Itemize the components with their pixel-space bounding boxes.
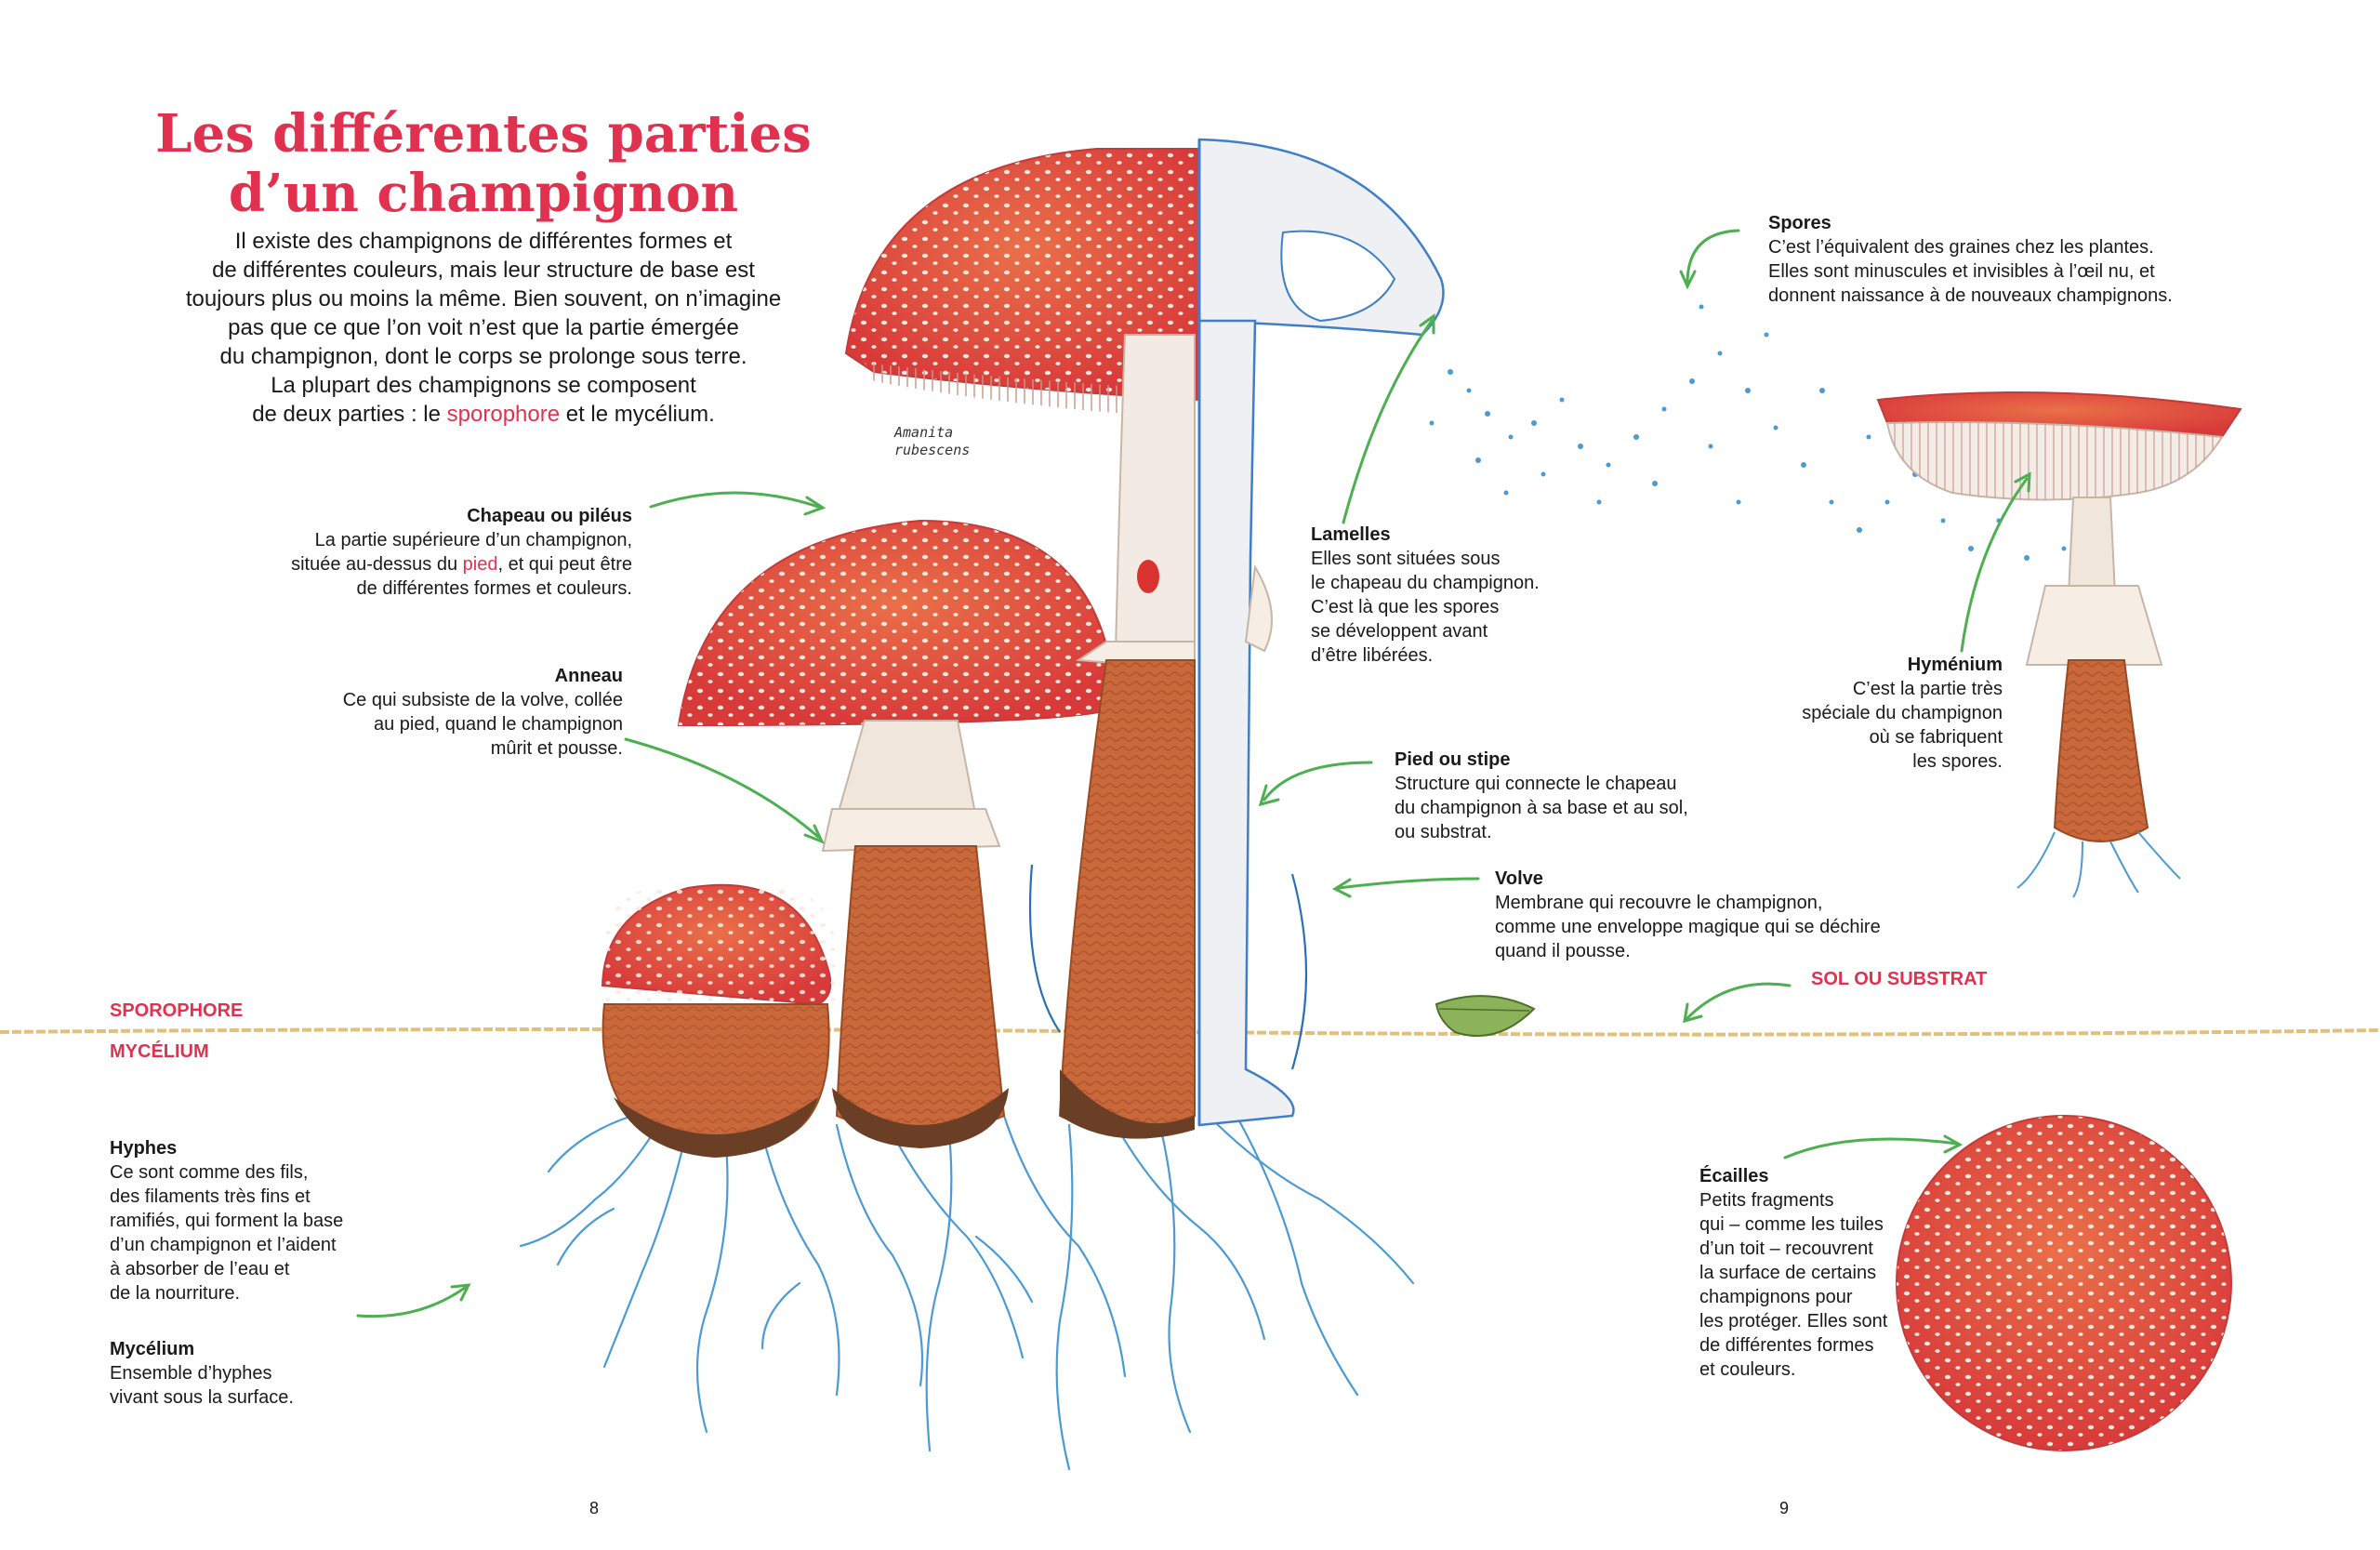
label-ecailles: Écailles Petits fragments qui – comme le… [1699, 1166, 1888, 1380]
intro-line-7: de deux parties : le sporophore et le my… [252, 402, 715, 427]
intro-line-2: de différentes couleurs, mais leur struc… [212, 258, 755, 283]
label-sol: SOL OU SUBSTRAT [1811, 969, 1988, 989]
label-hymenium: Hyménium C’est la partie très spéciale d… [1802, 655, 2003, 772]
sporophore-link: sporophore [446, 402, 561, 427]
label-mycelium: Mycélium Ensemble d’hyphes vivant sous l… [110, 1339, 294, 1408]
label-anneau: Anneau Ce qui subsiste de la volve, coll… [342, 666, 623, 759]
button-mushroom [601, 883, 835, 1158]
intro-line-4: pas que ce que l’on voit n’est que la pa… [228, 315, 739, 340]
label-lamelles: Lamelles Elles sont situées sous le chap… [1311, 524, 1540, 666]
leaf-icon [1435, 995, 1536, 1038]
label-chapeau: Chapeau ou piléus La partie supérieure d… [291, 506, 632, 599]
species-name: Amanita rubescens [894, 424, 971, 458]
zone-sporophore: SPOROPHORE [110, 1000, 244, 1021]
label-pied: Pied ou stipe Structure qui connecte le … [1395, 749, 1688, 842]
page-number-right: 9 [1779, 1499, 1790, 1517]
intro-line-1: Il existe des champignons de différentes… [234, 229, 733, 254]
intro-line-3: toujours plus ou moins la même. Bien sou… [185, 286, 782, 311]
tall-mushroom [844, 148, 1200, 1139]
title-line-2: d’un champignon [228, 163, 739, 224]
hyphae-roots [519, 1105, 1415, 1471]
annotation-arrows [356, 229, 2031, 1318]
middle-mushroom [677, 519, 1117, 1148]
zone-mycelium: MYCÉLIUM [110, 1041, 209, 1062]
title-line-1: Les différentes parties [155, 103, 812, 165]
cap-disc [1896, 1115, 2232, 1451]
label-volve: Volve Membrane qui recouvre le champigno… [1495, 868, 1881, 961]
label-spores: Spores C’est l’équivalent des graines ch… [1768, 213, 2173, 306]
intro-line-6: La plupart des champignons se composent [271, 373, 696, 398]
spore-cloud [1429, 304, 2067, 561]
hymenium-mushroom [1876, 391, 2242, 898]
label-hyphes: Hyphes Ce sont comme des fils, des filam… [110, 1138, 344, 1304]
page-number-left: 8 [589, 1499, 600, 1517]
intro-line-5: du champignon, dont le corps se prolonge… [219, 344, 747, 369]
intro-paragraph: Il existe des champignons de différentes… [167, 227, 800, 429]
cross-section [1197, 138, 1445, 1127]
pied-link: pied [462, 554, 498, 575]
page-title: Les différentes parties d’un champignon [139, 104, 827, 223]
